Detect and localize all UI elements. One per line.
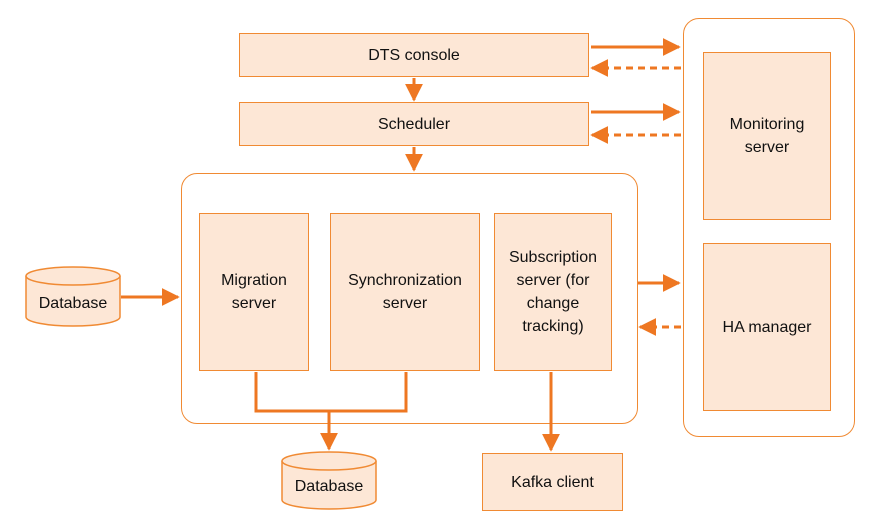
migration-server-box: Migration server: [199, 213, 309, 371]
monitoring-server-label: Monitoring server: [729, 116, 805, 156]
kafka-client-box: Kafka client: [482, 453, 623, 511]
scheduler-label: Scheduler: [377, 115, 451, 133]
database-source-label: Database: [38, 295, 108, 312]
subscription-server-label: Subscription server (for change tracking…: [508, 249, 598, 335]
database-target-label: Database: [294, 478, 364, 495]
dts-console-label: DTS console: [368, 46, 460, 64]
dts-console-box: DTS console: [239, 33, 589, 77]
synchronization-server-box: Synchronization server: [330, 213, 480, 371]
subscription-server-box: Subscription server (for change tracking…: [494, 213, 612, 371]
migration-server-label: Migration server: [221, 272, 287, 312]
ha-manager-label: HA manager: [722, 318, 812, 336]
ha-manager-box: HA manager: [703, 243, 831, 411]
monitoring-server-box: Monitoring server: [703, 52, 831, 220]
database-source-cylinder: [25, 266, 121, 327]
synchronization-server-label: Synchronization server: [348, 272, 462, 312]
scheduler-box: Scheduler: [239, 102, 589, 146]
connector-servers-to-database: [254, 372, 408, 413]
kafka-client-label: Kafka client: [511, 473, 594, 491]
database-target-cylinder: [281, 451, 377, 510]
